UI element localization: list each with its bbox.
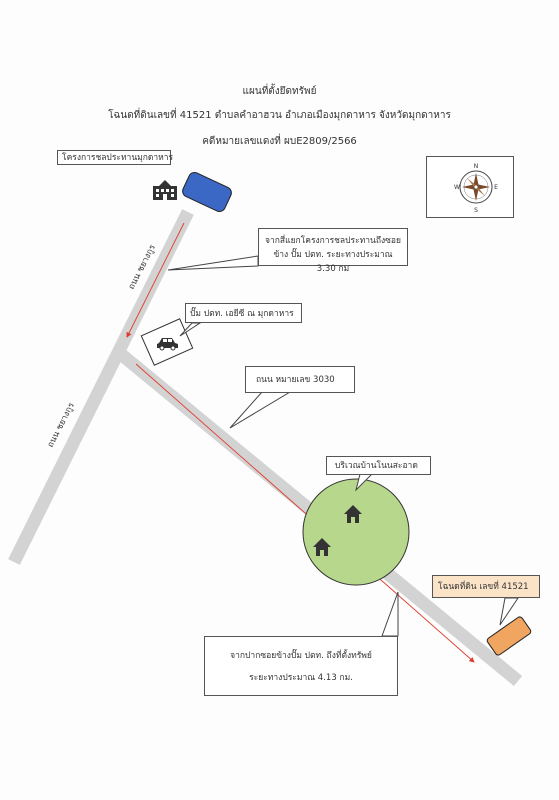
distance-to-parcel-line2: ระยะทางประมาณ 4.13 กม. xyxy=(249,673,353,683)
project-label: โครงการชลประทานมุกดาหาร xyxy=(57,150,173,165)
route-line-1 xyxy=(126,222,185,338)
case-number: คดีหมายเลขแดงที่ ผบE2809/2566 xyxy=(202,136,357,147)
road-3030-label: ถนน หมายเลข 3030 xyxy=(245,366,355,393)
compass-box: N S W E xyxy=(426,156,514,218)
distance-to-pump-label: จากสี่แยกโครงการชลประทานถึงซอยข้าง ปั๊ม … xyxy=(258,228,408,274)
callout-pointer-pump xyxy=(179,322,202,337)
parcel-label: โฉนดที่ดิน เลขที่ 41521 xyxy=(432,575,540,598)
village-area-label: บริเวณบ้านโนนสะอาด xyxy=(326,456,431,475)
house-icon xyxy=(344,505,362,523)
deed-description: โฉนดที่ดินเลขที่ 41521 ตำบลคำอาฮวน อำเภอ… xyxy=(108,110,451,121)
callout-pointer-parcel-distance xyxy=(381,591,399,637)
house-icon xyxy=(313,538,331,556)
callout-pointer-road xyxy=(229,391,292,429)
building-icon xyxy=(153,180,177,200)
compass-rose-icon: N S W E xyxy=(454,163,498,214)
parcel-marker xyxy=(486,616,532,656)
compass-n: N xyxy=(474,163,479,170)
road-chayangkun xyxy=(8,209,194,565)
map-title: แผนที่ตั้งยึดทรัพย์ xyxy=(242,86,317,97)
route-line-2 xyxy=(135,363,475,663)
compass-w: W xyxy=(454,184,460,191)
pump-station-label: ปั๊ม ปตท. เอยีซี ณ มุกดาหาร xyxy=(185,303,302,323)
callout-pointer-distance xyxy=(167,255,259,271)
car-icon xyxy=(157,338,178,351)
compass-e: E xyxy=(494,184,498,191)
callout-pointer-parcel xyxy=(499,597,519,626)
village-area-circle xyxy=(302,478,410,586)
distance-to-parcel-label: จากปากซอยข้างปั๊ม ปตท. ถึงที่ตั้งทรัพย์ … xyxy=(204,636,398,696)
project-marker xyxy=(182,171,232,213)
compass-s: S xyxy=(474,207,478,214)
distance-to-parcel-line1: จากปากซอยข้างปั๊ม ปตท. ถึงที่ตั้งทรัพย์ xyxy=(230,651,372,661)
